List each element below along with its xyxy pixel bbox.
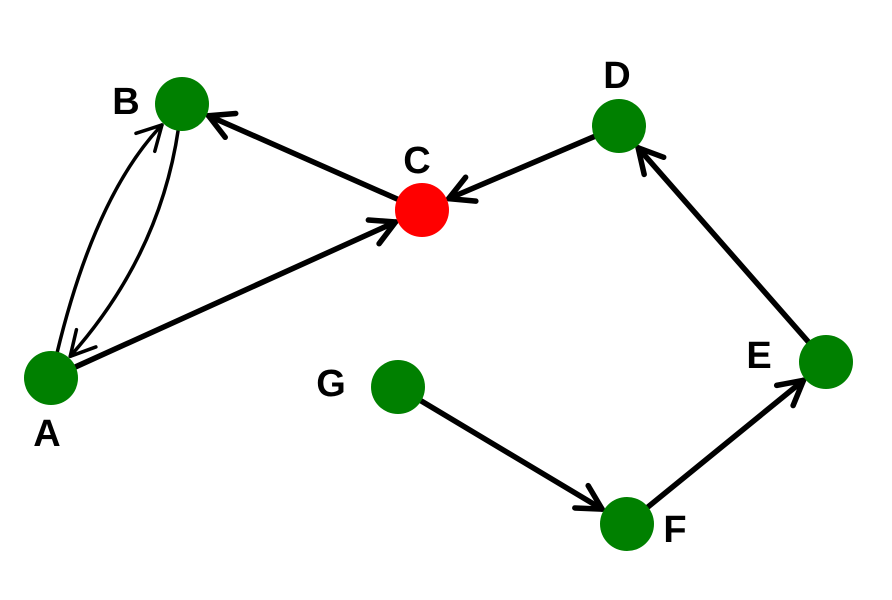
- edge-line: [635, 145, 813, 346]
- edge-d-c: [445, 133, 599, 204]
- node-g: [371, 360, 425, 414]
- node-label-e: E: [746, 335, 771, 377]
- node-label-c: C: [403, 140, 430, 182]
- arrowhead-icon: [635, 145, 667, 178]
- edge-a-c: [71, 217, 399, 371]
- arrowhead-icon: [68, 327, 98, 359]
- node-f: [600, 497, 654, 551]
- edge-f-e: [643, 377, 807, 511]
- node-c: [395, 183, 449, 237]
- edges-layer: [55, 110, 813, 512]
- labels-layer: A B C D E F G: [33, 55, 771, 551]
- node-e: [799, 335, 853, 389]
- edge-line: [68, 126, 181, 359]
- edge-line: [71, 219, 399, 371]
- edge-line: [445, 133, 599, 202]
- edge-line: [416, 397, 605, 512]
- edge-c-b: [205, 110, 402, 203]
- edge-line: [643, 377, 807, 511]
- node-label-a: A: [33, 413, 60, 455]
- arrowhead-icon: [205, 110, 239, 141]
- arrowhead-icon: [365, 217, 399, 247]
- arrowhead-icon: [445, 174, 479, 204]
- arrowhead-icon: [134, 123, 164, 154]
- edge-e-d: [635, 145, 813, 346]
- arrowhead-icon: [773, 377, 807, 409]
- nodes-layer: [24, 77, 853, 551]
- node-label-d: D: [603, 55, 630, 97]
- edge-g-f: [416, 397, 605, 512]
- arrowhead-icon: [572, 482, 605, 512]
- edge-line: [205, 112, 402, 203]
- node-a: [24, 351, 78, 405]
- edge-line: [55, 123, 164, 356]
- node-b: [155, 77, 209, 131]
- node-d: [592, 99, 646, 153]
- edge-b-a: [68, 126, 181, 359]
- node-label-g: G: [316, 363, 346, 405]
- node-label-f: F: [663, 509, 686, 551]
- edge-a-b: [55, 123, 164, 356]
- node-label-b: B: [112, 81, 139, 123]
